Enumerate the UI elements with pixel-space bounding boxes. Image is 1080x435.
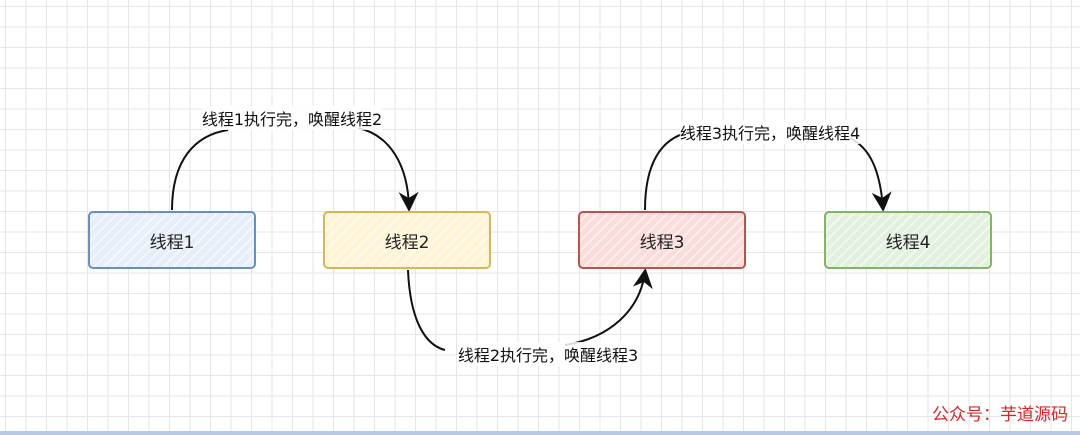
edge-1-2 [171, 127, 409, 210]
node-thread-4[interactable]: 线程4 [824, 211, 992, 269]
node-thread-2[interactable]: 线程2 [323, 211, 491, 269]
edge-label-1: 线程1执行完，唤醒线程2 [201, 106, 383, 130]
edge-label-2: 线程2执行完，唤醒线程3 [457, 342, 639, 366]
edge-label-3: 线程3执行完，唤醒线程4 [679, 120, 861, 144]
edge-2-3 [407, 270, 645, 351]
node-thread-1[interactable]: 线程1 [88, 211, 256, 269]
watermark: 公众号：芋道源码 [932, 405, 1068, 425]
node-thread-3[interactable]: 线程3 [578, 211, 746, 269]
bottom-bar [0, 431, 1080, 435]
